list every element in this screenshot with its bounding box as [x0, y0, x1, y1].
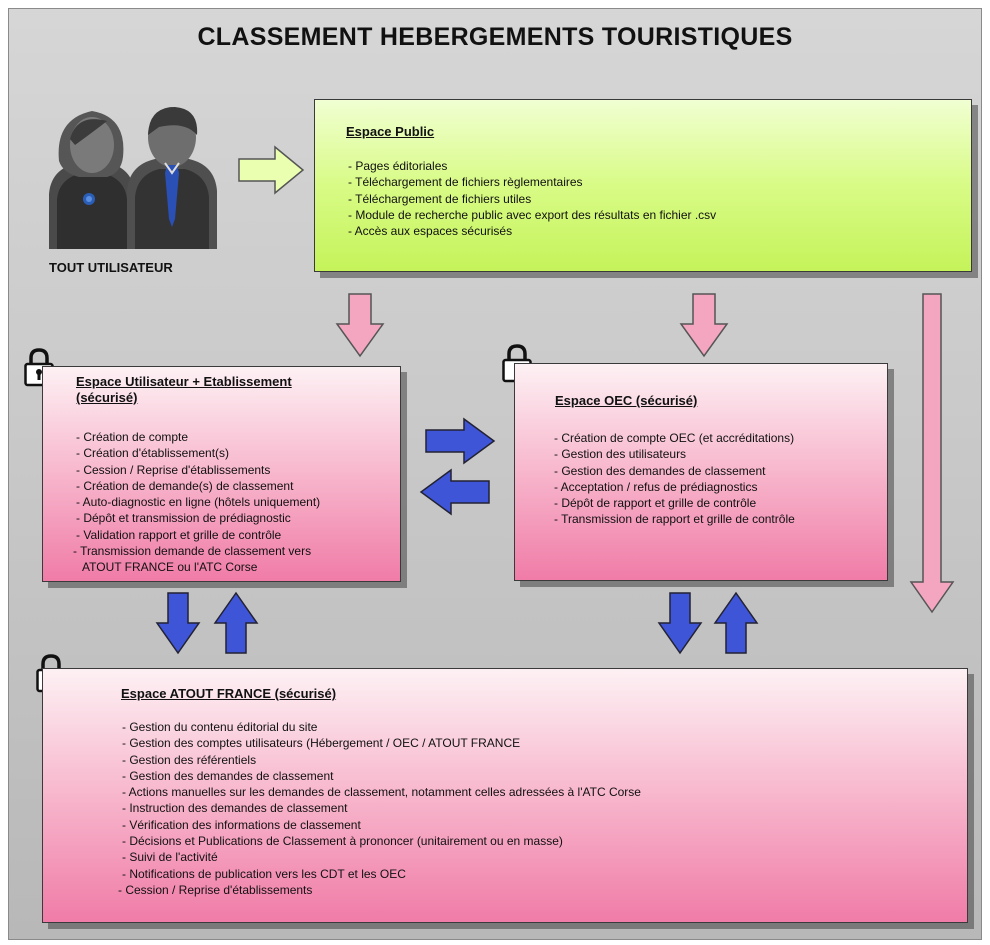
list-item: ATOUT FRANCE ou l'ATC Corse — [76, 560, 258, 575]
list-item: - Validation rapport et grille de contrô… — [76, 527, 282, 542]
diagram-canvas: CLASSEMENT HEBERGEMENTS TOURISTIQUES TOU… — [8, 8, 982, 940]
espace-utilisateur-title: Espace Utilisateur + Etablissement (sécu… — [76, 374, 292, 406]
arrow-down-icon — [679, 293, 729, 358]
espace-atout-france-title: Espace ATOUT FRANCE (sécurisé) — [121, 686, 337, 701]
list-item: - Décisions et Publications de Classemen… — [122, 834, 563, 849]
list-item: - Création de compte OEC (et accréditati… — [554, 431, 795, 445]
list-item: - Cession / Reprise d'établissements — [76, 462, 271, 477]
list-item: - Création d'établissement(s) — [76, 446, 230, 461]
list-item: - Création de compte — [76, 430, 189, 444]
list-item: - Gestion des utilisateurs — [554, 447, 687, 462]
list-item: - Cession / Reprise d'établissements — [118, 882, 313, 897]
list-item: - Création de demande(s) de classement — [76, 478, 294, 493]
list-item: - Actions manuelles sur les demandes de … — [122, 785, 641, 800]
list-item: - Transmission demande de classement ver… — [73, 544, 312, 559]
espace-public-box: Espace Public - Pages éditoriales - Télé… — [314, 99, 972, 272]
espace-oec-list: - Création de compte OEC (et accréditati… — [554, 430, 795, 528]
user-woman-icon — [49, 111, 135, 249]
arrow-up-icon — [213, 591, 259, 654]
list-item: - Notifications de publication vers les … — [122, 866, 406, 881]
list-item: - Gestion des demandes de classement — [122, 768, 334, 783]
espace-utilisateur-list: - Création de compte - Création d'établi… — [73, 429, 321, 576]
arrow-down-icon — [657, 592, 703, 655]
list-item: - Dépôt de rapport et grille de contrôle — [554, 496, 757, 511]
list-item: - Pages éditoriales — [348, 159, 448, 173]
arrow-down-icon — [335, 293, 385, 358]
arrow-left-icon — [419, 468, 490, 516]
espace-public-list: - Pages éditoriales - Téléchargement de … — [348, 158, 716, 239]
list-item: - Gestion des comptes utilisateurs (Hébe… — [122, 736, 521, 751]
list-item: - Acceptation / refus de prédiagnostics — [554, 479, 758, 494]
espace-oec-box: Espace OEC (sécurisé) - Création de comp… — [514, 363, 888, 581]
diagram-title: CLASSEMENT HEBERGEMENTS TOURISTIQUES — [197, 23, 793, 51]
list-item: - Transmission de rapport et grille de c… — [554, 512, 795, 527]
list-item: - Dépôt et transmission de prédiagnostic — [76, 511, 291, 526]
title-line: Espace Utilisateur + Etablissement — [76, 374, 292, 389]
arrow-right-icon — [238, 145, 305, 195]
list-item: - Vérification des informations de class… — [122, 817, 361, 832]
user-label: TOUT UTILISATEUR — [49, 260, 173, 275]
list-item: - Gestion des demandes de classement — [554, 463, 766, 478]
list-item: - Gestion des référentiels — [122, 752, 257, 767]
list-item: - Téléchargement de fichiers utiles — [348, 191, 532, 206]
espace-public-title: Espace Public — [346, 124, 435, 139]
list-item: - Suivi de l'activité — [122, 850, 218, 865]
list-item: - Auto-diagnostic en ligne (hôtels uniqu… — [76, 495, 321, 510]
espace-atout-france-list: - Gestion du contenu éditorial du site -… — [118, 719, 641, 898]
arrow-down-long-icon — [909, 293, 955, 614]
list-item: - Module de recherche public avec export… — [348, 207, 717, 222]
espace-atout-france-box: Espace ATOUT FRANCE (sécurisé) - Gestion… — [42, 668, 968, 923]
user-man-icon — [127, 107, 217, 249]
list-item: - Gestion du contenu éditorial du site — [122, 720, 318, 734]
arrow-up-icon — [713, 591, 759, 654]
espace-utilisateur-box: Espace Utilisateur + Etablissement (sécu… — [42, 366, 401, 582]
arrow-down-icon — [155, 592, 201, 655]
espace-oec-title: Espace OEC (sécurisé) — [555, 393, 698, 408]
arrow-right-icon — [425, 417, 496, 465]
list-item: - Instruction des demandes de classement — [122, 801, 348, 816]
title-line: (sécurisé) — [76, 390, 138, 405]
list-item: - Accès aux espaces sécurisés — [348, 224, 513, 239]
list-item: - Téléchargement de fichiers règlementai… — [348, 175, 583, 190]
